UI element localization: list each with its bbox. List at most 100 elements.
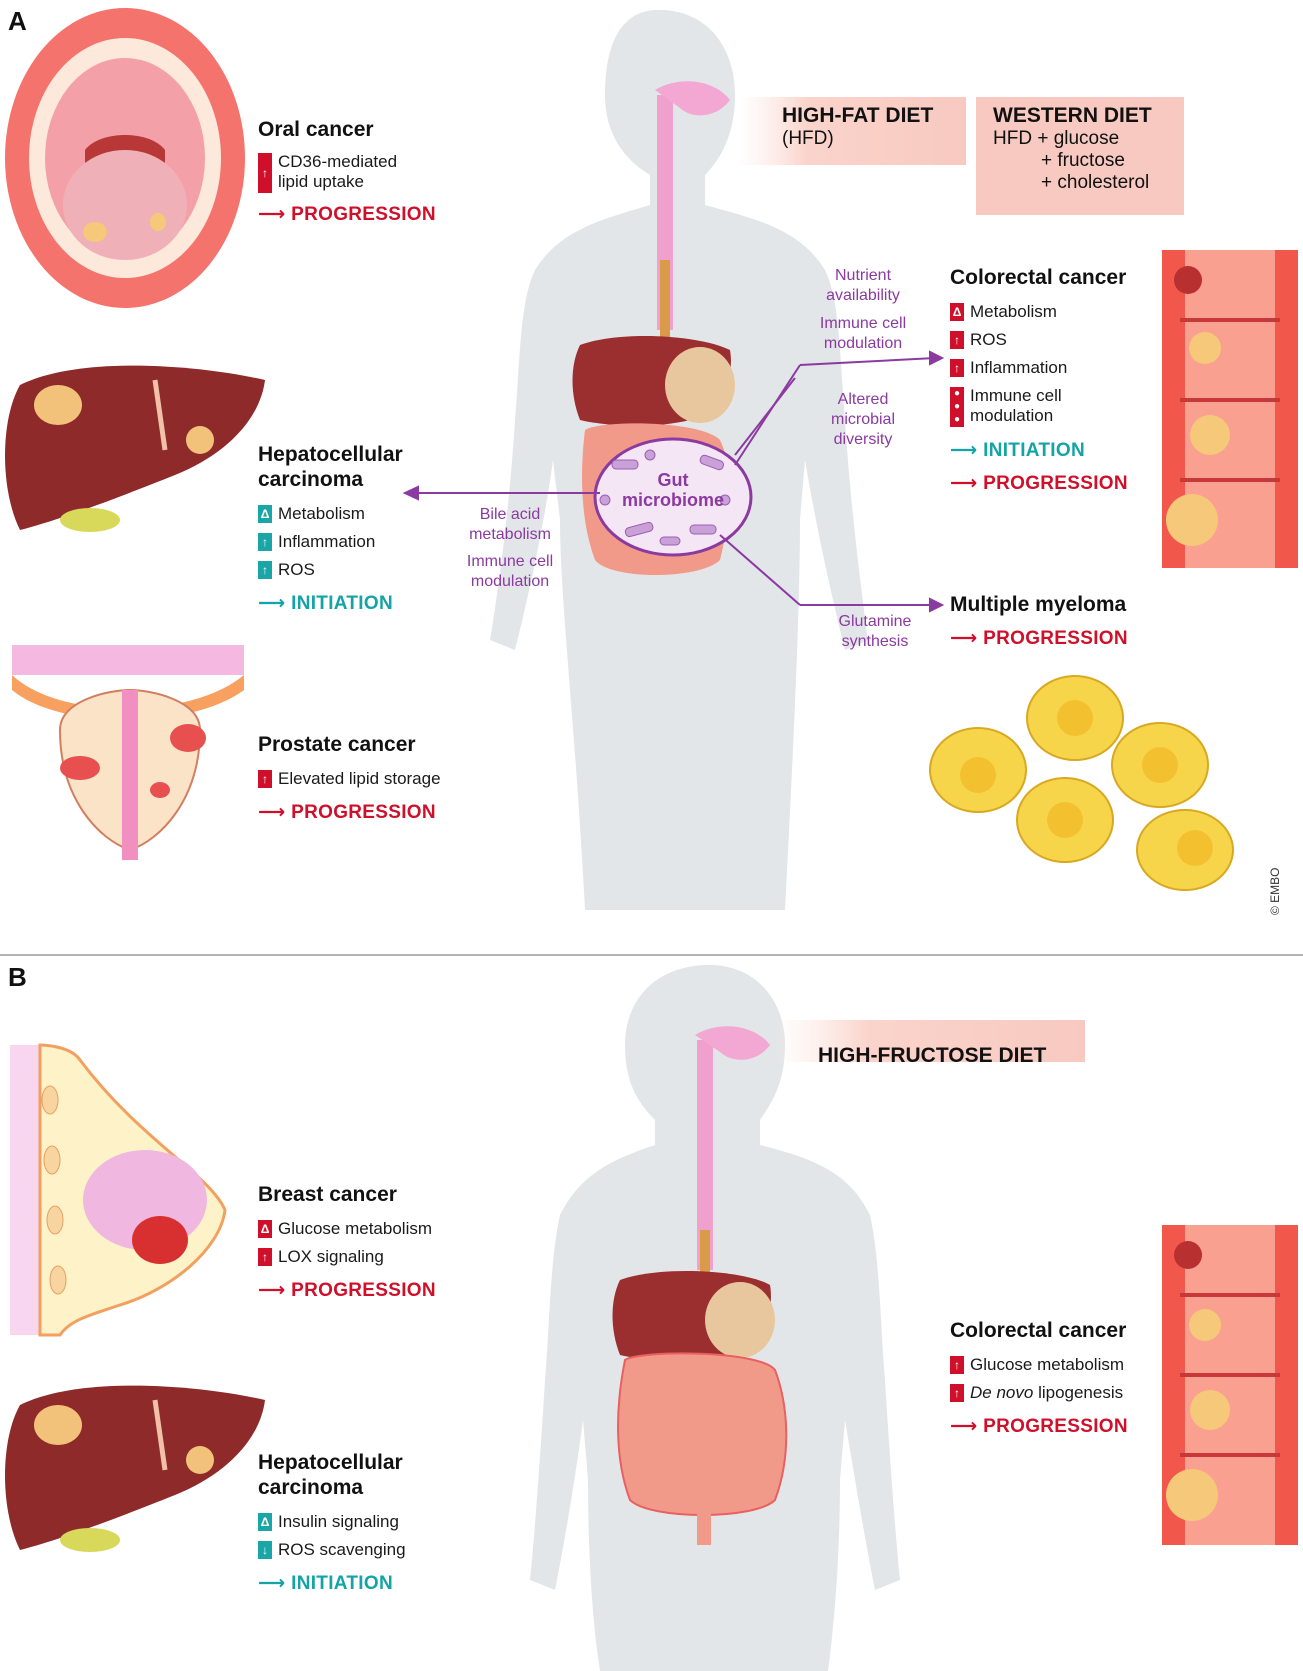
colon-illustration-b: [1162, 1225, 1298, 1545]
myeloma-title: Multiple myeloma: [950, 592, 1128, 617]
prostate-outcome: ⟶ PROGRESSION: [258, 801, 441, 824]
right-arrow-icon: ⟶: [950, 473, 983, 494]
colorectal-a-outcome-text: INITIATION: [983, 440, 1085, 461]
myeloma-outcome: ⟶ PROGRESSION: [950, 627, 1128, 650]
mechanism-bile-acid: Bile acid metabolism: [450, 505, 570, 545]
right-arrow-icon: ⟶: [258, 593, 291, 614]
prostate-item-text: Elevated lipid storage: [278, 769, 441, 789]
delta-icon: Δ: [258, 1220, 272, 1238]
up-arrow-icon: ↑: [258, 561, 272, 579]
breast-outcome-text: PROGRESSION: [291, 1280, 436, 1301]
prostate-title: Prostate cancer: [258, 732, 441, 757]
western-diet-line: + fructose: [993, 150, 1178, 172]
delta-icon: Δ: [258, 505, 272, 523]
hfd-subtitle: (HFD): [782, 128, 933, 150]
oral-item-text: CD36-mediated lipid uptake: [278, 152, 413, 192]
stomach-a: [665, 347, 735, 423]
hcc-b-title-line: Hepatocellular: [258, 1451, 403, 1474]
mouth-illustration: [5, 8, 245, 308]
colorectal-b-item-text: Glucose metabolism: [970, 1355, 1124, 1375]
colorectal-a-item: ↑ Inflammation: [950, 358, 1128, 378]
right-arrow-icon: ⟶: [258, 1280, 291, 1301]
hcc-a-outcome: ⟶ INITIATION: [258, 592, 403, 615]
colorectal-b-item-italic: De novo: [970, 1383, 1033, 1402]
colorectal-a-title: Colorectal cancer: [950, 265, 1128, 290]
right-arrow-icon: ⟶: [258, 1573, 291, 1594]
prostate-block: Prostate cancer ↑Elevated lipid storage …: [258, 732, 441, 824]
colorectal-a-block: Colorectal cancer Δ Metabolism ↑ ROS ↑ Infl…: [950, 265, 1128, 495]
hcc-b-title-line: carcinoma: [258, 1476, 363, 1499]
colorectal-a-outcome: ⟶ PROGRESSION: [950, 472, 1128, 495]
hcc-b-outcome: ⟶ INITIATION: [258, 1572, 406, 1595]
colorectal-a-item-text: Immune cell modulation: [970, 386, 1080, 426]
western-diet-title: WESTERN DIET: [993, 104, 1178, 128]
up-arrow-icon: ↑: [258, 770, 272, 788]
oral-item: ↑ CD36-mediated lipid uptake: [258, 152, 436, 193]
right-arrow-icon: ⟶: [950, 440, 983, 461]
up-arrow-icon: ↑: [950, 331, 964, 349]
high-fructose-title: HIGH-FRUCTOSE DIET: [818, 1044, 1046, 1068]
hcc-b-item-text: Insulin signaling: [278, 1512, 399, 1532]
breast-item-text: Glucose metabolism: [278, 1219, 432, 1239]
dots-icon: ●●●: [950, 387, 964, 427]
gut-label-line: Gut: [603, 470, 743, 490]
oral-cancer-title: Oral cancer: [258, 117, 436, 142]
up-arrow-icon: ↑: [950, 359, 964, 377]
prostate-item: ↑ Elevated lipid storage: [258, 769, 441, 789]
hcc-b-item-text: ROS scavenging: [278, 1540, 406, 1560]
oral-outcome-text: PROGRESSION: [291, 204, 436, 225]
panel-letter-b: B: [8, 962, 27, 993]
panel-letter-a: A: [8, 6, 27, 37]
breast-item: ↑ LOX signaling: [258, 1247, 436, 1267]
colorectal-b-outcome: ⟶ PROGRESSION: [950, 1415, 1128, 1438]
hcc-a-title-line: Hepatocellular: [258, 443, 403, 466]
hcc-a-outcome-text: INITIATION: [291, 593, 393, 614]
colorectal-a-item-text: Inflammation: [970, 358, 1067, 378]
stomach-b: [705, 1282, 775, 1358]
breast-outcome: ⟶ PROGRESSION: [258, 1279, 436, 1302]
oral-cancer-block: Oral cancer ↑ CD36-mediated lipid uptake…: [258, 117, 436, 226]
western-diet-label: WESTERN DIET HFD + glucose + fructose + …: [993, 104, 1178, 194]
colorectal-a-outcome: ⟶ INITIATION: [950, 439, 1128, 462]
mechanism-glutamine: Glutamine synthesis: [820, 612, 930, 652]
hfd-title: HIGH-FAT DIET: [782, 104, 933, 128]
prostate-outcome-text: PROGRESSION: [291, 802, 436, 823]
up-arrow-icon: ↑: [258, 533, 272, 551]
hcc-a-item: Δ Metabolism: [258, 504, 403, 524]
colorectal-a-item-text: Metabolism: [970, 302, 1057, 322]
up-arrow-icon: ↑: [950, 1356, 964, 1374]
up-arrow-icon: ↑: [258, 1248, 272, 1266]
right-arrow-icon: ⟶: [950, 628, 983, 649]
colorectal-b-outcome-text: PROGRESSION: [983, 1416, 1128, 1437]
colorectal-b-block: Colorectal cancer ↑ Glucose metabolism ↑ D…: [950, 1318, 1128, 1438]
liver-illustration-a: [5, 366, 265, 532]
down-arrow-icon: ↓: [258, 1541, 272, 1559]
myeloma-block: Multiple myeloma ⟶ PROGRESSION: [950, 592, 1128, 650]
colorectal-a-item: ●●● Immune cell modulation: [950, 386, 1128, 427]
hcc-a-item-text: ROS: [278, 560, 315, 580]
colorectal-a-outcome-text: PROGRESSION: [983, 473, 1128, 494]
colorectal-b-item: ↑ Glucose metabolism: [950, 1355, 1128, 1375]
hcc-b-outcome-text: INITIATION: [291, 1573, 393, 1594]
breast-illustration: [10, 1045, 225, 1335]
hcc-a-item: ↑ ROS: [258, 560, 403, 580]
hfd-label: HIGH-FAT DIET (HFD): [782, 104, 933, 150]
colorectal-a-item-text: ROS: [970, 330, 1007, 350]
mechanism-immune-left: Immune cell modulation: [450, 552, 570, 592]
intestine-b: [618, 1353, 786, 1515]
copyright: © EMBO: [1268, 867, 1282, 915]
breast-item-text: LOX signaling: [278, 1247, 384, 1267]
mechanism-altered-diversity: Altered microbial diversity: [808, 390, 918, 450]
breast-item: Δ Glucose metabolism: [258, 1219, 436, 1239]
delta-icon: Δ: [950, 303, 964, 321]
myeloma-outcome-text: PROGRESSION: [983, 628, 1128, 649]
prostate-illustration: [12, 645, 244, 860]
hcc-b-title: Hepatocellularcarcinoma: [258, 1450, 406, 1500]
colorectal-b-title: Colorectal cancer: [950, 1318, 1128, 1343]
right-arrow-icon: ⟶: [950, 1416, 983, 1437]
hcc-a-item-text: Metabolism: [278, 504, 365, 524]
hcc-a-title-line: carcinoma: [258, 468, 363, 491]
